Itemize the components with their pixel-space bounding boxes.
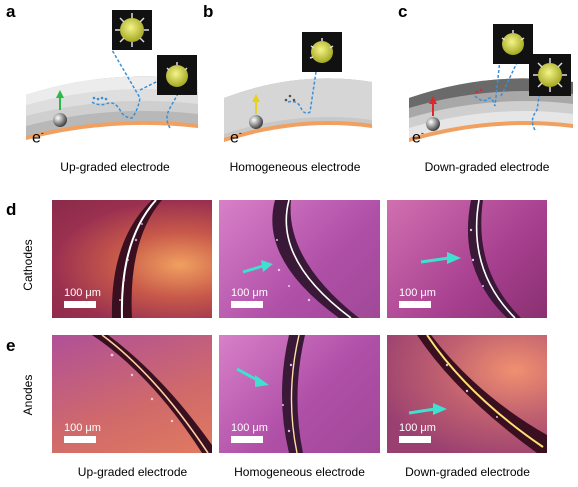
caption-a: Up-graded electrode (60, 160, 170, 174)
bottom-caption-down-graded: Down-graded electrode (405, 465, 530, 479)
bottom-caption-homogeneous: Homogeneous electrode (234, 465, 365, 479)
schematic-up-graded (26, 10, 198, 140)
electron-symbol-b: e- (230, 128, 242, 147)
panel-label-c: c (398, 2, 408, 21)
row-label-anodes: Anodes (21, 374, 35, 416)
scale-bar: 100 μm (399, 422, 436, 443)
micrograph-anode-homogeneous: 100 μm (219, 335, 380, 453)
scale-bar: 100 μm (64, 422, 101, 443)
micrograph-cathode-up-graded: 100 μm (52, 200, 212, 318)
scale-bar: 100 μm (231, 287, 268, 308)
bottom-caption-up-graded: Up-graded electrode (77, 465, 188, 479)
panel-label-a: a (6, 2, 16, 21)
micrograph-cathode-homogeneous: 100 μm (219, 200, 380, 318)
panel-label-b: b (203, 2, 214, 21)
row-label-cathodes: Cathodes (21, 239, 35, 291)
micrograph-anode-down-graded: 100 μm (387, 335, 547, 453)
panel-label-d: d (6, 200, 17, 219)
caption-b: Homogeneous electrode (229, 160, 361, 174)
micrograph-anode-up-graded: 100 μm (52, 335, 212, 453)
panel-label-e: e (6, 336, 16, 355)
micrograph-cathode-down-graded: 100 μm (387, 200, 547, 318)
schematic-homogeneous (224, 32, 372, 142)
scale-bar: 100 μm (64, 287, 101, 308)
scale-bar: 100 μm (231, 422, 268, 443)
electron-symbol-a: e- (32, 128, 44, 147)
scale-bar: 100 μm (399, 287, 436, 308)
caption-c: Down-graded electrode (424, 160, 550, 174)
electron-symbol-c: e- (412, 128, 424, 147)
schematic-down-graded (409, 24, 573, 142)
